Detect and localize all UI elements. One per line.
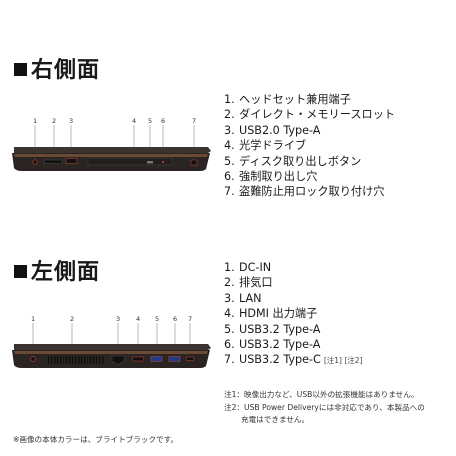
- laptop-edge-trim: [14, 351, 208, 354]
- usb2-port: [65, 158, 78, 164]
- right-callout-2: 2: [52, 117, 56, 125]
- square-bullet-icon: [14, 265, 27, 278]
- right-callout-3: 3: [69, 117, 73, 125]
- right-list-item: 1.ヘッドセット兼用端子: [224, 93, 351, 106]
- memory-slot: [43, 159, 63, 164]
- right-side-laptop-illustration: 1 2 3 4 5 6 7: [8, 116, 214, 178]
- right-side-heading: 右側面: [14, 52, 100, 84]
- left-callout-4: 4: [136, 315, 140, 323]
- right-callout-6: 6: [161, 117, 165, 125]
- right-list-item: 6.強制取り出し穴: [224, 169, 318, 183]
- left-list-item: 2.排気口: [224, 276, 273, 290]
- laptop-lid: [14, 147, 211, 153]
- right-list-item: 2.ダイレクト・メモリースロット: [224, 108, 396, 122]
- left-callout-7: 7: [188, 315, 192, 323]
- usb-type-c-port: [185, 356, 195, 361]
- laptop-edge-trim: [14, 154, 208, 157]
- lan-port: [111, 355, 125, 365]
- right-list-item: 3.USB2.0 Type-A: [224, 123, 321, 137]
- lock-slot: [190, 159, 198, 166]
- note-refs: [注1] [注2]: [323, 356, 363, 366]
- right-list-item: 7.盗難防止用ロック取り付け穴: [224, 185, 385, 199]
- left-list-item: 3.LAN: [224, 291, 262, 305]
- optical-drive: [87, 157, 173, 166]
- left-callout-1: 1: [31, 315, 35, 323]
- left-callout-6: 6: [173, 315, 177, 323]
- right-list-item: 4.光学ドライブ: [224, 139, 307, 153]
- eject-button: [147, 161, 153, 164]
- laptop-base: [12, 350, 210, 368]
- left-callout-3: 3: [116, 315, 120, 323]
- headset-jack: [32, 159, 38, 165]
- dc-in-port: [30, 356, 36, 362]
- usb3-port-2: [168, 356, 181, 362]
- left-side-heading: 左側面: [14, 254, 100, 286]
- footnote-2-line-1: 注2：USB Power Deliveryには非対応であり、本製品への: [224, 402, 425, 412]
- exhaust-vent: [48, 356, 104, 364]
- right-list-item: 5.ディスク取り出しボタン: [224, 154, 362, 168]
- right-side-heading-text: 右側面: [31, 58, 101, 83]
- usb3-port-1: [150, 356, 163, 362]
- color-disclaimer: ※画像の本体カラーは、ブライトブラックです。: [13, 435, 179, 444]
- square-bullet-icon: [14, 63, 27, 76]
- hdmi-port: [131, 356, 145, 362]
- emergency-eject-hole: [162, 161, 164, 163]
- left-list-item: 7.USB3.2 Type-C[注1] [注2]: [224, 353, 363, 367]
- footnotes: 注1：映像出力など、USB以外の拡張機能はありません。 注2：USB Power…: [224, 389, 454, 427]
- left-side-laptop-illustration: 1 2 3 4 5 6 7: [8, 314, 214, 376]
- left-side-port-list: 1.DC-IN 2.排気口 3.LAN 4.HDMI 出力端子 5.USB3.2…: [224, 260, 363, 368]
- right-callout-7: 7: [192, 117, 196, 125]
- footnote-2-line-2: 充電はできません。: [241, 415, 310, 425]
- left-callout-2: 2: [70, 315, 74, 323]
- right-side-port-list: 1.ヘッドセット兼用端子 2.ダイレクト・メモリースロット 3.USB2.0 T…: [224, 92, 395, 200]
- right-callout-5: 5: [148, 117, 152, 125]
- left-side-heading-text: 左側面: [31, 260, 101, 285]
- right-side-laptop-svg: 1 2 3 4 5 6 7: [12, 117, 211, 171]
- left-list-item: 6.USB3.2 Type-A: [224, 337, 321, 351]
- laptop-lid: [14, 344, 211, 350]
- right-callout-1: 1: [33, 117, 37, 125]
- left-list-item: 4.HDMI 出力端子: [224, 307, 318, 321]
- right-callout-4: 4: [132, 117, 136, 125]
- left-list-item: 1.DC-IN: [224, 261, 272, 274]
- left-list-item: 5.USB3.2 Type-A: [224, 322, 321, 336]
- left-callout-5: 5: [155, 315, 159, 323]
- left-side-laptop-svg: 1 2 3 4 5 6 7: [12, 315, 211, 368]
- footnote-1: 注1：映像出力など、USB以外の拡張機能はありません。: [224, 390, 419, 399]
